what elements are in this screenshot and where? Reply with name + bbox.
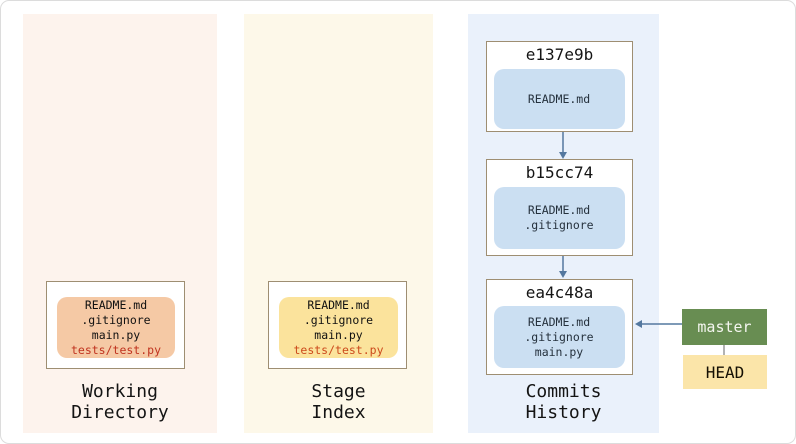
commit-box-ea4c48a: ea4c48a README.md .gitignore main.py bbox=[486, 279, 633, 375]
file-entry: README.md bbox=[307, 297, 370, 312]
commits-history-label: Commits History bbox=[525, 381, 602, 423]
working-files-container: README.md .gitignore main.py tests/test.… bbox=[46, 281, 185, 369]
head-label-box: HEAD bbox=[683, 355, 767, 389]
file-entry: .gitignore bbox=[81, 312, 151, 327]
file-entry-untracked: tests/test.py bbox=[70, 342, 161, 357]
file-entry: README.md bbox=[527, 314, 591, 329]
commit-files-box: README.md .gitignore bbox=[493, 187, 625, 249]
stage-files-container: README.md .gitignore main.py tests/test.… bbox=[268, 281, 407, 369]
file-entry: main.py bbox=[534, 344, 584, 359]
commit-files-box: README.md bbox=[493, 69, 625, 129]
commit-hash: b15cc74 bbox=[525, 163, 594, 182]
branch-name: master bbox=[697, 318, 752, 336]
commit-box-e137e9b: e137e9b README.md bbox=[486, 41, 633, 132]
commit-files-box: README.md .gitignore main.py bbox=[493, 306, 625, 368]
file-entry: main.py bbox=[91, 327, 141, 342]
commit-hash: ea4c48a bbox=[525, 283, 594, 302]
commit-hash: e137e9b bbox=[525, 45, 594, 64]
head-name: HEAD bbox=[705, 362, 745, 382]
commits-history-panel: e137e9b README.md b15cc74 README.md .git… bbox=[468, 14, 659, 433]
working-files-box: README.md .gitignore main.py tests/test.… bbox=[57, 297, 175, 358]
file-entry: README.md bbox=[84, 297, 148, 312]
file-entry: README.md bbox=[527, 203, 591, 217]
working-directory-label: Working Directory bbox=[71, 381, 169, 423]
file-entry: .gitignore bbox=[303, 312, 374, 327]
stage-index-label: Stage Index bbox=[311, 381, 366, 423]
stage-index-panel: README.md .gitignore main.py tests/test.… bbox=[244, 14, 433, 433]
file-entry: README.md bbox=[527, 91, 591, 106]
file-entry: .gitignore bbox=[524, 329, 594, 344]
branch-label-box: master bbox=[682, 309, 767, 345]
file-entry: .gitignore bbox=[524, 218, 594, 232]
commit-box-b15cc74: b15cc74 README.md .gitignore bbox=[486, 159, 633, 256]
stage-files-box: README.md .gitignore main.py tests/test.… bbox=[279, 297, 398, 358]
working-directory-panel: README.md .gitignore main.py tests/test.… bbox=[23, 14, 217, 433]
file-entry-untracked: tests/test.py bbox=[293, 342, 384, 357]
file-entry: main.py bbox=[314, 327, 363, 342]
